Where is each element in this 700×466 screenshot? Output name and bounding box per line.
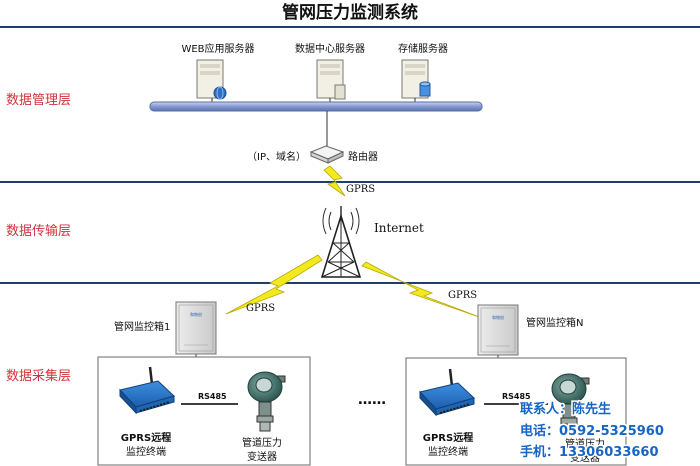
diagram-title: 管网压力监测系统 <box>282 2 418 23</box>
server-globe-icon <box>196 59 227 100</box>
layer-label-transport: 数据传输层 <box>6 223 71 239</box>
contact-person: 联系人：陈先生 <box>520 401 611 417</box>
gprs-label-boxn: GPRS <box>448 290 477 301</box>
contact-mobile: 手机：13306033660 <box>520 444 659 460</box>
sensor1-label-line2: 变送器 <box>247 450 277 463</box>
lightning-icon-boxn <box>361 261 483 319</box>
contact-phone: 电话：0592-5325960 <box>520 423 664 439</box>
terminal1-label-line1: GPRS远程 <box>121 431 171 444</box>
antenna-tower-icon <box>320 206 362 278</box>
device-group-1 <box>97 356 311 466</box>
gprs-terminal-icon-1 <box>119 366 175 415</box>
server-label-storage: 存储服务器 <box>398 42 448 55</box>
monitoring-box-1: 和物创 <box>175 301 217 355</box>
lightning-icon-router <box>323 165 346 197</box>
terminal1-label-line2: 监控终端 <box>126 445 166 458</box>
terminaln-label-line2: 监控终端 <box>428 445 468 458</box>
boxn-label: 管网监控箱N <box>526 316 583 329</box>
gprs-terminal-icon-n <box>419 368 475 417</box>
router-address-label: （IP、域名） <box>247 150 306 163</box>
router-label: 路由器 <box>348 150 378 163</box>
router-icon <box>309 145 345 164</box>
layer-label-collection: 数据采集层 <box>6 368 71 384</box>
gprs-label-box1: GPRS <box>246 303 275 314</box>
more-groups-ellipsis: …… <box>358 392 386 408</box>
server-database-icon <box>401 59 431 99</box>
network-bus <box>149 101 483 112</box>
server-icon <box>316 59 346 100</box>
device-group-n <box>405 357 627 466</box>
gprs-label-router: GPRS <box>346 184 375 195</box>
lightning-icon-box1 <box>225 254 323 315</box>
sensor1-label-line1: 管道压力 <box>242 436 282 449</box>
sensorn-label-line1: 管道压力 <box>565 437 605 450</box>
box1-panel-brand: 和物创 <box>190 311 202 317</box>
contact-info: 联系人：陈先生 电话：0592-5325960 手机：13306033660 <box>519 400 666 462</box>
pressure-transmitter-icon-n <box>551 373 590 434</box>
internet-label: Internet <box>374 221 424 235</box>
rs485-label-1: RS485 <box>198 392 227 401</box>
sensorn-label-line2: 变送器 <box>570 451 600 464</box>
pressure-transmitter-icon-1 <box>247 371 286 432</box>
monitoring-box-n: 和物创 <box>477 304 519 356</box>
box1-label: 管网监控箱1 <box>114 320 170 333</box>
server-label-datacenter: 数据中心服务器 <box>295 42 365 55</box>
terminaln-label-line1: GPRS远程 <box>423 431 473 444</box>
boxn-panel-brand: 和物创 <box>492 314 504 320</box>
layer-label-management: 数据管理层 <box>6 93 71 108</box>
rs485-label-n: RS485 <box>502 392 531 401</box>
server-label-web: WEB应用服务器 <box>181 42 254 55</box>
